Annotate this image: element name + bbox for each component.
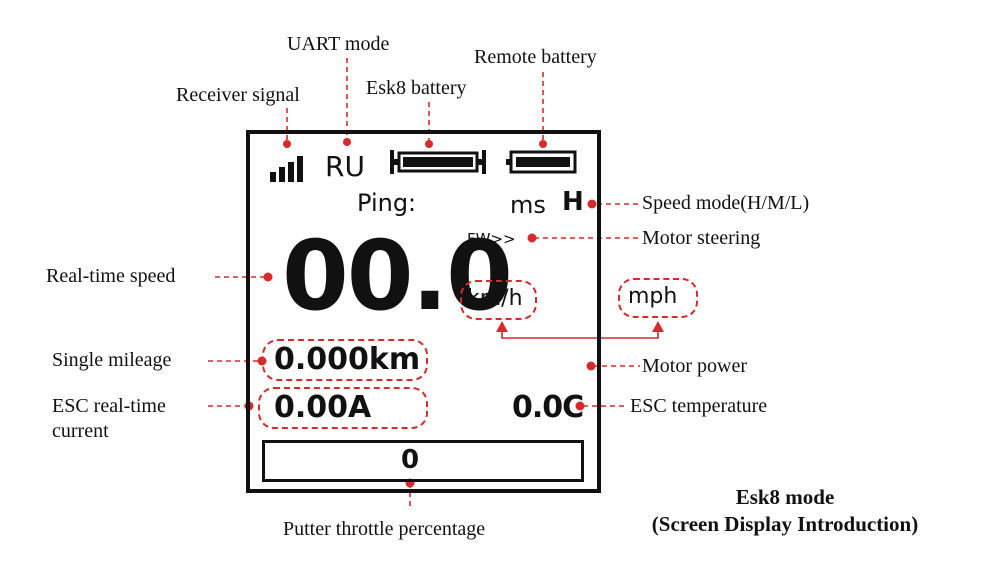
- esk8-battery-icon: [390, 150, 486, 174]
- arrow-kmh: [496, 321, 508, 332]
- label-motor-power: Motor power: [642, 355, 747, 377]
- single-mileage-box: [262, 339, 428, 381]
- label-esc-current-line1: ESC real-time: [52, 395, 166, 417]
- dot-esc-temperature: [575, 401, 585, 411]
- unit-kmh: km/h: [467, 286, 523, 311]
- single-mileage-value: 0.000km: [274, 342, 421, 377]
- speed-mode-value: H: [562, 187, 584, 217]
- label-throttle-percentage: Putter throttle percentage: [283, 518, 486, 540]
- dot-esk8-battery: [425, 140, 433, 148]
- esc-temperature-value: 0.0C: [512, 390, 584, 425]
- throttle-bar: [262, 440, 584, 482]
- label-esk8-battery: Esk8 battery: [366, 77, 467, 99]
- unit-toggle-bracket: [501, 330, 659, 339]
- label-single-mileage: Single mileage: [52, 349, 172, 371]
- uart-mode-value: RU: [325, 150, 365, 183]
- dot-uart: [343, 138, 351, 146]
- signal-bars-icon: [270, 152, 310, 182]
- esc-current-box: [258, 387, 428, 429]
- label-real-time-speed: Real-time speed: [46, 265, 176, 287]
- caption-title: Esk8 mode: [735, 485, 835, 509]
- dot-speed-mode: [587, 199, 597, 209]
- unit-mph: mph: [628, 284, 678, 309]
- label-uart-mode: UART mode: [287, 33, 390, 55]
- unit-mph-box: [618, 278, 698, 318]
- dot-motor-steering: [527, 233, 537, 243]
- dot-receiver-signal: [283, 140, 291, 148]
- motor-steering-value: FW>>: [467, 230, 516, 248]
- unit-kmh-box: [460, 280, 537, 320]
- dot-real-time-speed: [263, 272, 273, 282]
- remote-battery-icon: [506, 150, 577, 174]
- label-receiver-signal: Receiver signal: [176, 84, 300, 106]
- label-motor-steering: Motor steering: [642, 227, 761, 249]
- dot-remote-battery: [539, 140, 547, 148]
- label-esc-temperature: ESC temperature: [630, 395, 768, 417]
- caption-subtitle: (Screen Display Introduction): [651, 512, 919, 536]
- arrow-mph: [652, 321, 664, 332]
- device-screen: [246, 130, 601, 493]
- ping-unit: ms: [510, 191, 546, 219]
- label-remote-battery: Remote battery: [474, 46, 597, 68]
- esc-current-value: 0.00A: [274, 390, 372, 425]
- label-speed-mode: Speed mode(H/M/L): [642, 192, 810, 214]
- label-esc-current-line2: current: [52, 420, 109, 442]
- throttle-value: 0: [401, 445, 420, 475]
- ping-label: Ping:: [357, 189, 417, 217]
- dot-motor-power: [586, 361, 596, 371]
